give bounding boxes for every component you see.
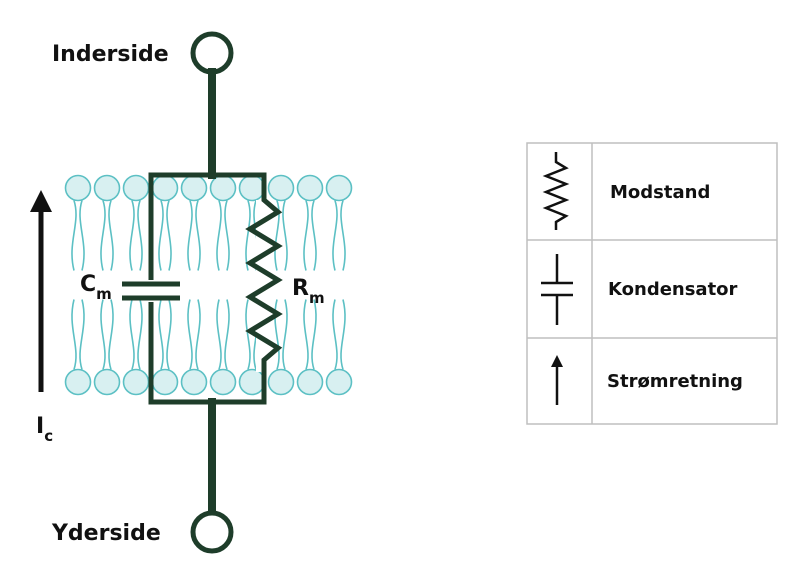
lipid-head bbox=[209, 368, 237, 396]
lipid-tail bbox=[282, 299, 288, 370]
inside-label: Inderside bbox=[52, 42, 169, 67]
lipid-tail bbox=[224, 200, 230, 271]
capacitor-label: Cm bbox=[80, 272, 112, 303]
lipid-tail bbox=[340, 200, 346, 271]
current-label-symbol: I bbox=[36, 414, 44, 439]
lipid-tail bbox=[216, 299, 222, 370]
lipid-tail bbox=[187, 299, 193, 370]
lipid-tail bbox=[187, 200, 193, 271]
lipid-tail bbox=[79, 200, 85, 271]
lipid-head bbox=[151, 174, 179, 202]
current-arrow-icon bbox=[551, 355, 563, 405]
lipid-tail bbox=[129, 299, 135, 370]
lipid-tail bbox=[100, 200, 106, 271]
capacitor-label-subscript: m bbox=[96, 285, 112, 303]
lipid-bilayer bbox=[64, 174, 353, 396]
outside-label: Yderside bbox=[51, 521, 161, 546]
lipid-head bbox=[209, 174, 237, 202]
legend-label-current: Strømretning bbox=[607, 371, 743, 392]
lipid-tail bbox=[303, 200, 309, 271]
legend-row-resistor: Modstand bbox=[542, 152, 710, 230]
resistor-symbol bbox=[245, 175, 283, 402]
lipid-head bbox=[325, 174, 353, 202]
lipid-head bbox=[267, 368, 295, 396]
lipid-tail bbox=[340, 299, 346, 370]
lipid-tail bbox=[274, 200, 280, 271]
lipid-tail bbox=[195, 200, 201, 271]
lipid-head bbox=[180, 368, 208, 396]
legend-row-capacitor: Kondensator bbox=[541, 254, 738, 325]
lipid-tail bbox=[166, 299, 172, 370]
resistor-label-symbol: R bbox=[292, 276, 309, 301]
lipid-tail bbox=[195, 299, 201, 370]
lipid-tail bbox=[282, 200, 288, 271]
inside-terminal bbox=[190, 31, 234, 75]
lipid-tails bbox=[71, 200, 346, 370]
legend-table: Modstand Kondensator Strømretning bbox=[526, 142, 778, 425]
capacitor-icon bbox=[541, 254, 573, 325]
outside-terminal bbox=[190, 510, 234, 554]
lipid-head bbox=[122, 174, 150, 202]
capacitor-label-symbol: C bbox=[80, 272, 96, 297]
lipid-head bbox=[151, 368, 179, 396]
resistor-icon bbox=[542, 152, 570, 230]
current-label: Ic bbox=[36, 414, 53, 445]
lipid-tail bbox=[166, 200, 172, 271]
legend-label-capacitor: Kondensator bbox=[608, 279, 738, 300]
resistor-label: Rm bbox=[292, 276, 325, 307]
lipid-tail bbox=[274, 299, 280, 370]
legend-row-current: Strømretning bbox=[551, 355, 743, 405]
lipid-tail bbox=[137, 200, 143, 271]
lipid-head bbox=[64, 174, 92, 202]
lipid-head bbox=[122, 368, 150, 396]
lipid-tail bbox=[303, 299, 309, 370]
lipid-head bbox=[64, 368, 92, 396]
lipid-tail bbox=[100, 299, 106, 370]
lipid-tail bbox=[129, 200, 135, 271]
lipid-tail bbox=[311, 299, 317, 370]
lipid-tail bbox=[224, 299, 230, 370]
lipid-head bbox=[325, 368, 353, 396]
lipid-tail bbox=[137, 299, 143, 370]
lipid-head bbox=[296, 368, 324, 396]
current-arrow bbox=[30, 190, 52, 392]
lipid-tail bbox=[245, 200, 251, 271]
lipid-tail bbox=[216, 200, 222, 271]
lipid-head bbox=[180, 174, 208, 202]
current-label-subscript: c bbox=[44, 427, 53, 445]
lipid-head bbox=[267, 174, 295, 202]
lipid-head bbox=[296, 174, 324, 202]
lipid-tail bbox=[108, 200, 114, 271]
resistor-label-subscript: m bbox=[309, 289, 325, 307]
lipid-head bbox=[93, 174, 121, 202]
lipid-tail bbox=[79, 299, 85, 370]
lipid-tail bbox=[108, 299, 114, 370]
circuit bbox=[148, 31, 267, 554]
lipid-head bbox=[238, 368, 266, 396]
lipid-tail bbox=[158, 299, 164, 370]
lipid-tail bbox=[245, 299, 251, 370]
lipid-head bbox=[238, 174, 266, 202]
lipid-tail bbox=[332, 200, 338, 271]
capacitor-symbol bbox=[122, 280, 180, 302]
lipid-tail bbox=[71, 299, 77, 370]
lipid-head bbox=[93, 368, 121, 396]
lipid-tail bbox=[311, 200, 317, 271]
lipid-tail bbox=[71, 200, 77, 271]
lipid-tail bbox=[332, 299, 338, 370]
lipid-tail bbox=[158, 200, 164, 271]
legend-label-resistor: Modstand bbox=[610, 182, 710, 203]
